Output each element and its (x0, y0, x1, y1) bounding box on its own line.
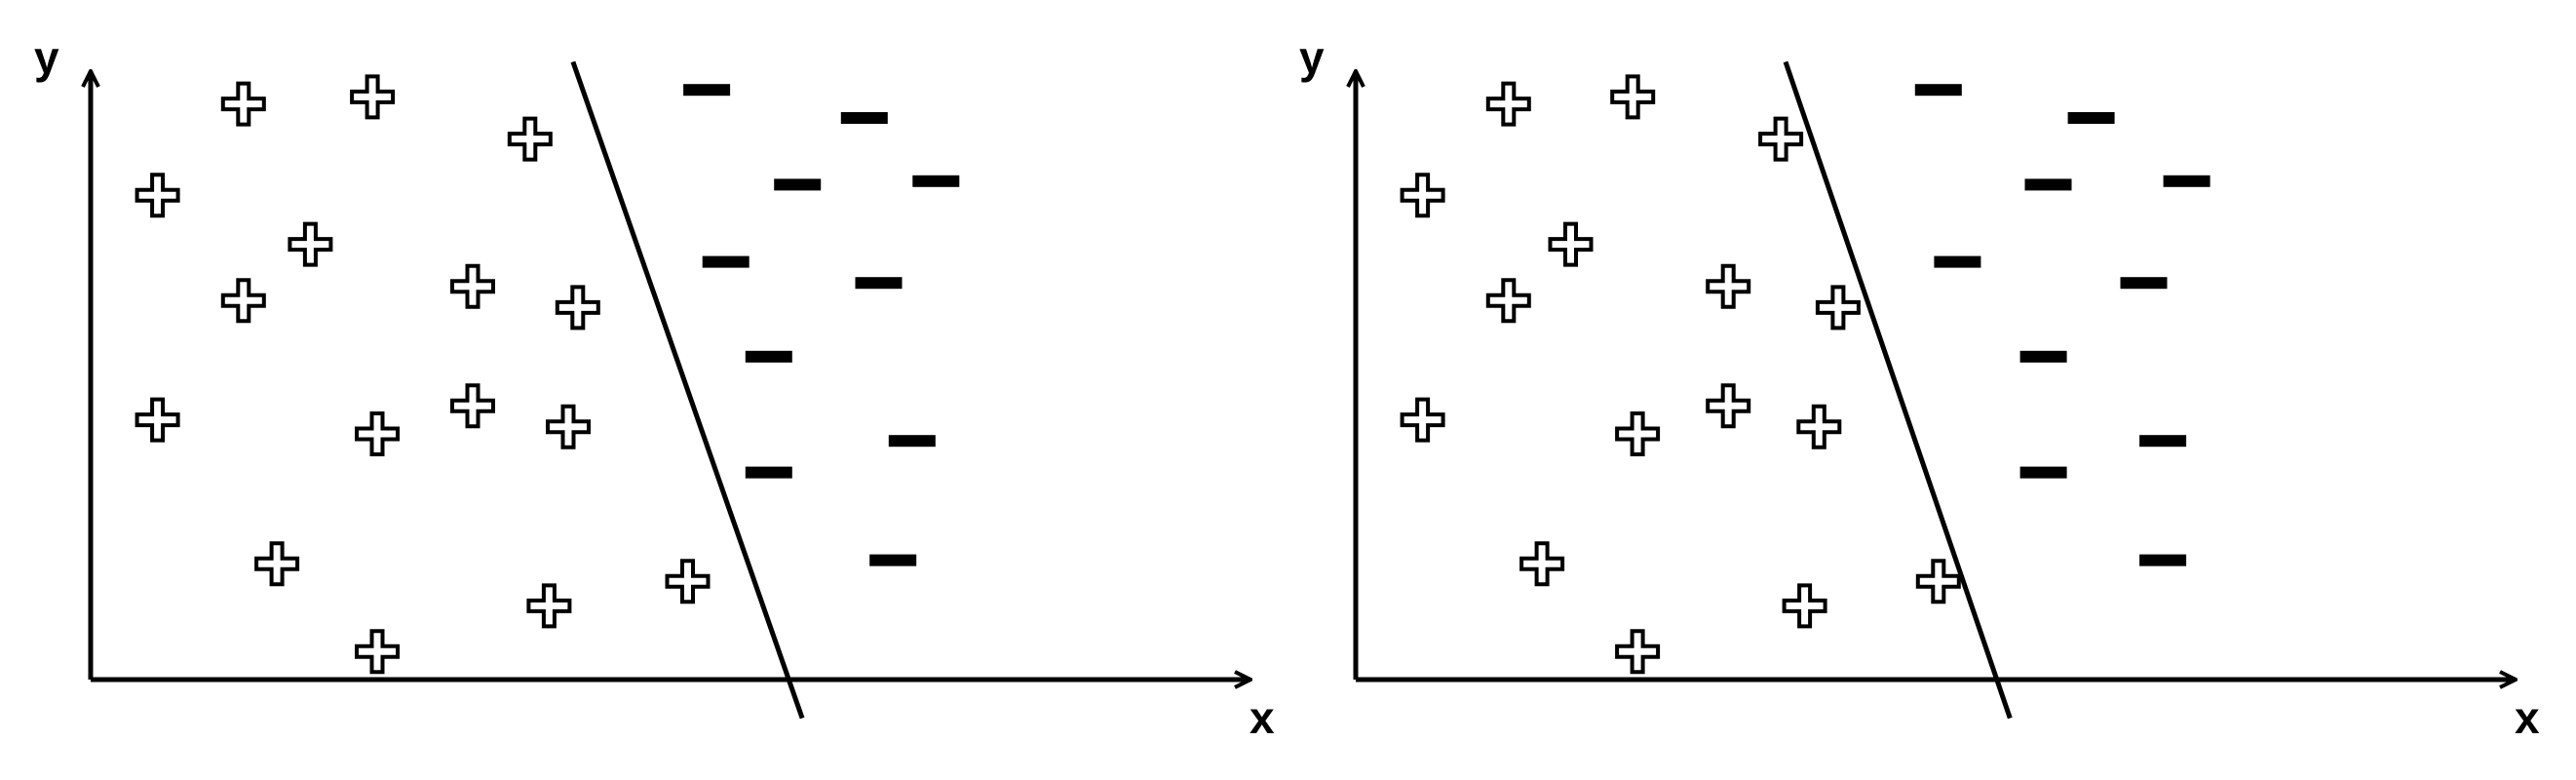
minus-marker (702, 255, 750, 268)
minus-marker (2019, 350, 2067, 363)
separating-line (570, 60, 805, 720)
plus-marker (355, 411, 400, 456)
plus-marker (507, 116, 553, 162)
plus-marker (1485, 81, 1531, 127)
y-axis-label: y (1299, 32, 1325, 83)
plus-marker (355, 629, 400, 675)
plus-marker (1485, 278, 1531, 324)
minus-marker (855, 277, 903, 290)
minus-marker (840, 112, 888, 124)
plus-marker (288, 221, 333, 267)
plus-marker (135, 397, 180, 443)
plus-marker (1615, 629, 1661, 675)
plus-marker (350, 74, 396, 120)
points-layer (135, 60, 960, 720)
plus-marker (1915, 559, 1961, 604)
minus-marker (774, 178, 822, 191)
minus-marker (2163, 175, 2211, 187)
plus-marker (1706, 383, 1751, 429)
minus-marker (869, 554, 917, 566)
plus-marker (1519, 541, 1565, 587)
plus-marker (665, 559, 711, 604)
plus-marker (450, 263, 495, 309)
plus-marker (546, 404, 591, 449)
x-axis-label: x (2515, 692, 2540, 743)
plus-marker (1548, 221, 1594, 267)
minus-marker (1934, 255, 1981, 268)
plus-marker (1610, 74, 1656, 120)
minus-marker (1914, 84, 1962, 97)
points-layer (1400, 60, 2211, 720)
plus-marker (1796, 404, 1842, 449)
separating-line (1783, 60, 2013, 720)
panel-left: y x (34, 32, 1275, 743)
plus-marker (1706, 263, 1751, 309)
plus-marker (450, 383, 495, 429)
minus-marker (2139, 554, 2187, 566)
plus-marker (1782, 583, 1827, 629)
x-axis-label: x (1250, 692, 1275, 743)
minus-marker (2019, 466, 2067, 479)
plus-marker (1400, 173, 1445, 218)
plus-marker (1400, 397, 1445, 443)
minus-marker (2024, 178, 2072, 191)
plus-marker (220, 81, 266, 127)
minus-marker (745, 466, 792, 479)
minus-marker (2139, 435, 2187, 448)
minus-marker (912, 175, 960, 187)
panel-right: y x (1299, 32, 2540, 743)
plus-marker (1758, 116, 1804, 162)
minus-marker (888, 435, 936, 448)
minus-marker (2120, 277, 2168, 290)
plus-marker (1815, 285, 1861, 331)
plus-marker (1615, 411, 1661, 456)
minus-marker (2067, 112, 2115, 124)
minus-marker (745, 350, 792, 363)
minus-marker (683, 84, 731, 97)
plus-marker (135, 173, 180, 218)
plus-marker (220, 278, 266, 324)
plus-marker (254, 541, 300, 587)
y-axis-label: y (34, 32, 59, 83)
plus-marker (555, 285, 600, 331)
plus-marker (526, 583, 572, 629)
